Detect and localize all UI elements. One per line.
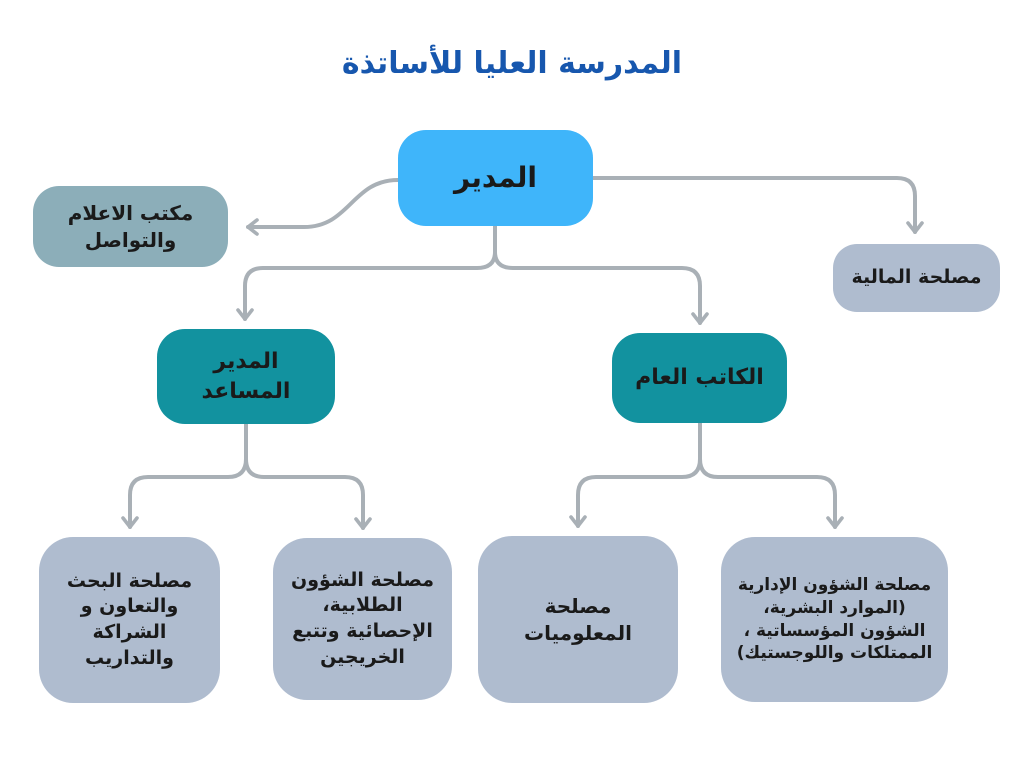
- node-research: مصلحة البحث والتعاون و الشراكة والتداريب: [39, 537, 220, 703]
- node-general-secretary: الكاتب العام: [612, 333, 787, 423]
- node-student-affairs: مصلحة الشؤون الطلابية، الإحصائية وتتبع ا…: [273, 538, 452, 700]
- page-title: المدرسة العليا للأساتذة: [341, 46, 683, 81]
- node-informatics-label: مصلحة المعلوميات: [524, 593, 632, 645]
- node-media-office: مكتب الاعلام والتواصل: [33, 186, 228, 267]
- node-assistant-director-label: المدير المساعد: [201, 348, 291, 404]
- edge-director-assistant-director: [236, 224, 497, 321]
- node-admin-affairs-label: مصلحة الشؤون الإدارية (الموارد البشرية، …: [736, 574, 933, 664]
- edge-director-media-office: [246, 178, 400, 236]
- edge-assistant-research: [121, 422, 248, 529]
- node-finance-label: مصلحة المالية: [851, 266, 982, 289]
- node-informatics: مصلحة المعلوميات: [478, 536, 678, 703]
- node-admin-affairs: مصلحة الشؤون الإدارية (الموارد البشرية، …: [721, 537, 948, 702]
- node-research-label: مصلحة البحث والتعاون و الشراكة والتداريب: [66, 569, 193, 669]
- edge-director-finance: [591, 176, 924, 234]
- node-general-secretary-label: الكاتب العام: [635, 365, 764, 391]
- node-assistant-director: المدير المساعد: [157, 329, 335, 424]
- node-media-office-label: مكتب الاعلام والتواصل: [67, 200, 194, 252]
- node-director: المدير: [398, 130, 593, 226]
- node-student-affairs-label: مصلحة الشؤون الطلابية، الإحصائية وتتبع ا…: [291, 568, 434, 668]
- edge-assistant-student-affairs: [244, 422, 372, 530]
- edge-secretary-admin-affairs: [698, 421, 844, 529]
- edge-director-general-secretary: [493, 224, 709, 325]
- node-finance: مصلحة المالية: [833, 244, 1000, 312]
- node-director-label: المدير: [454, 161, 537, 195]
- edge-secretary-informatics: [569, 421, 702, 528]
